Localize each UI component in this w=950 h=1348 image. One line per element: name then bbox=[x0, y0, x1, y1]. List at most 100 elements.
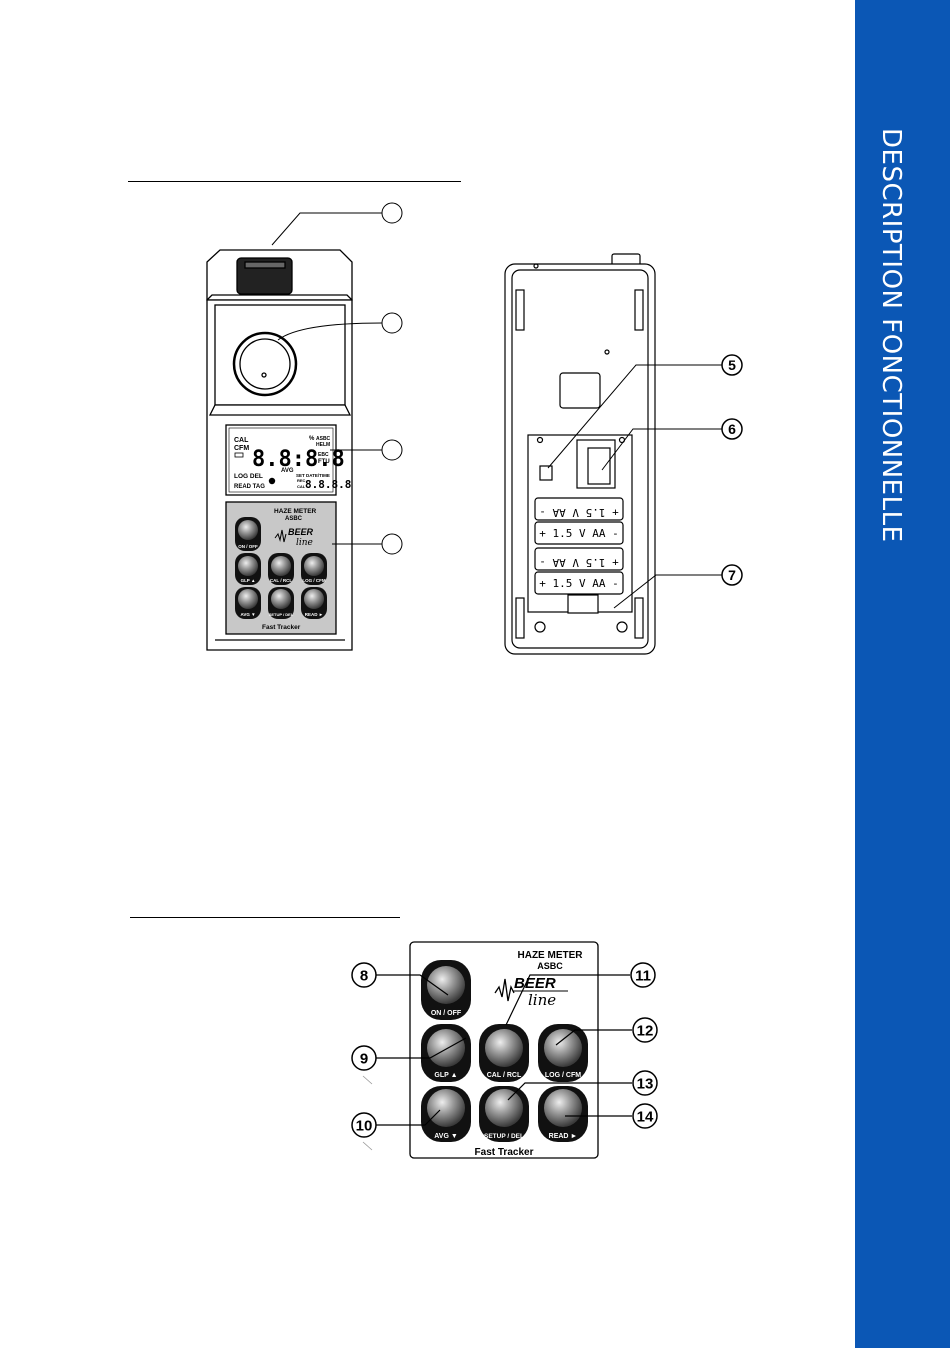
keypad-subtitle: ASBC bbox=[537, 961, 563, 971]
keypad-btn-read[interactable]: READ ► bbox=[538, 1086, 588, 1142]
callout-7: 7 bbox=[721, 564, 743, 586]
front-callouts bbox=[381, 202, 403, 555]
lcd-digits-main: 8.8:8.8 bbox=[252, 447, 345, 472]
callout-6: 6 bbox=[721, 418, 743, 440]
svg-text:14: 14 bbox=[637, 1108, 654, 1125]
svg-text:5: 5 bbox=[728, 357, 736, 373]
svg-text:SETUP / DEL: SETUP / DEL bbox=[269, 612, 294, 617]
keypad-btn-setup-del[interactable]: SETUP / DEL bbox=[479, 1086, 529, 1142]
numbered-callouts: 5 6 7 8 9 10 11 12 13 14 bbox=[351, 354, 743, 1138]
sidebar-band bbox=[855, 0, 950, 1348]
front-btn-glp[interactable]: GLP ▲ bbox=[235, 553, 261, 585]
callout-3 bbox=[381, 439, 403, 461]
front-btn-avg[interactable]: AVG ▼ bbox=[235, 587, 261, 619]
lcd-ftu: FTU bbox=[318, 459, 330, 465]
svg-text:11: 11 bbox=[635, 967, 651, 984]
battery-indicator-icon bbox=[234, 452, 244, 458]
battery-2 bbox=[534, 521, 624, 545]
sidebar-title-box: DESCRIPTION FONCTIONNELLE bbox=[876, 128, 906, 558]
callout-10: 10 bbox=[351, 1112, 377, 1138]
keypad-btn-glp[interactable]: GLP ▲ bbox=[421, 1024, 471, 1082]
front-brand-1: BEER bbox=[288, 527, 314, 537]
svg-text:12: 12 bbox=[637, 1022, 654, 1039]
svg-text:13: 13 bbox=[637, 1075, 654, 1092]
keypad-leader-lines bbox=[374, 974, 632, 1126]
keypad-btn-on-off[interactable]: ON / OFF bbox=[421, 960, 471, 1020]
front-btn-cal-rcl[interactable]: CAL / RCL bbox=[268, 553, 294, 585]
lcd-log-del: LOG DEL bbox=[234, 473, 263, 480]
callout-14: 14 bbox=[632, 1103, 658, 1129]
front-logo-wave-icon bbox=[274, 529, 287, 543]
svg-text:9: 9 bbox=[360, 1050, 368, 1067]
front-btn-log-cfm[interactable]: LOG / CFM bbox=[301, 553, 327, 585]
lcd-digits-small: 8.8.8.8 bbox=[305, 478, 351, 491]
lcd-read-tag: READ TAG bbox=[234, 484, 265, 490]
svg-text:6: 6 bbox=[728, 421, 736, 437]
callout-12: 12 bbox=[632, 1017, 658, 1043]
callout-4 bbox=[381, 533, 403, 555]
battery-4 bbox=[534, 571, 624, 595]
front-btn-on-off[interactable]: ON / OFF bbox=[235, 517, 261, 551]
callout-11: 11 bbox=[630, 962, 656, 988]
svg-text:CAL / RCL: CAL / RCL bbox=[487, 1072, 522, 1079]
callout-8: 8 bbox=[351, 962, 377, 988]
back-device bbox=[504, 253, 656, 655]
svg-text:7: 7 bbox=[728, 567, 736, 583]
svg-text:GLP ▲: GLP ▲ bbox=[434, 1072, 457, 1079]
svg-text:8: 8 bbox=[360, 967, 368, 984]
keypad-logo-wave-icon bbox=[494, 978, 515, 1002]
section-rule-top bbox=[128, 181, 461, 182]
callout-9: 9 bbox=[351, 1045, 377, 1071]
svg-text:+ 1.5 V AA -: + 1.5 V AA - bbox=[539, 577, 618, 590]
svg-text:SETUP / DEL: SETUP / DEL bbox=[484, 1133, 524, 1140]
battery-labels: + 1.5 V AA - + 1.5 V AA - + 1.5 V AA - +… bbox=[539, 506, 618, 590]
callout-1 bbox=[381, 202, 403, 224]
svg-text:10: 10 bbox=[356, 1117, 373, 1134]
svg-text:+ 1.5 V AA -: + 1.5 V AA - bbox=[539, 556, 618, 569]
lcd-ebc: EBC bbox=[318, 452, 329, 458]
lcd-cal: CAL bbox=[234, 437, 249, 444]
lcd-set-date-time: SET DATE/TIME bbox=[296, 473, 330, 478]
lcd-avg: AVG bbox=[281, 468, 294, 474]
keypad-footer: Fast Tracker bbox=[475, 1147, 534, 1158]
section-rule-bottom bbox=[130, 917, 400, 918]
svg-text:ON / OFF: ON / OFF bbox=[238, 544, 258, 549]
lcd-asbc: ASBC bbox=[316, 436, 331, 442]
lcd-cal-small: CAL bbox=[297, 484, 306, 489]
lcd-cfm: CFM bbox=[234, 445, 249, 452]
front-leader-lines bbox=[271, 212, 383, 545]
callout-2 bbox=[381, 312, 403, 334]
front-panel-subtitle: ASBC bbox=[285, 516, 303, 522]
callout-13: 13 bbox=[632, 1070, 658, 1096]
svg-text:LOG / CFM: LOG / CFM bbox=[302, 578, 325, 583]
front-brand-2: line bbox=[296, 538, 313, 548]
front-panel-title: HAZE METER bbox=[274, 508, 317, 515]
battery-3 bbox=[534, 547, 624, 571]
battery-1 bbox=[534, 497, 624, 521]
sidebar-title: DESCRIPTION FONCTIONNELLE bbox=[876, 128, 906, 543]
svg-text:LOG / CFM: LOG / CFM bbox=[545, 1072, 581, 1079]
keypad-btn-log-cfm[interactable]: LOG / CFM bbox=[538, 1024, 588, 1082]
front-btn-setup-del[interactable]: SETUP / DEL bbox=[268, 587, 294, 619]
keypad-title: HAZE METER bbox=[518, 950, 584, 961]
svg-text:CAL / RCL: CAL / RCL bbox=[270, 578, 292, 583]
svg-text:READ ►: READ ► bbox=[305, 612, 323, 617]
svg-text:ON / OFF: ON / OFF bbox=[431, 1010, 462, 1017]
front-btn-read[interactable]: READ ► bbox=[301, 587, 327, 619]
keypad-btn-avg[interactable]: AVG ▼ bbox=[421, 1086, 471, 1142]
keypad-brand-1: BEER bbox=[514, 975, 556, 992]
callout-5: 5 bbox=[721, 354, 743, 376]
keypad-brand-2: line bbox=[528, 991, 556, 1009]
front-panel-footer: Fast Tracker bbox=[262, 624, 301, 631]
svg-text:READ ►: READ ► bbox=[549, 1133, 578, 1140]
front-panel-texts: HAZE METER ASBC BEER line Fast Tracker bbox=[262, 508, 317, 631]
lcd-helm: HELM bbox=[316, 442, 330, 448]
back-leader-lines bbox=[547, 364, 722, 609]
svg-text:AVG ▼: AVG ▼ bbox=[434, 1133, 458, 1140]
lcd-pct: % bbox=[309, 436, 315, 442]
keypad-btn-cal-rcl[interactable]: CAL / RCL bbox=[479, 1024, 529, 1082]
svg-text:GLP ▲: GLP ▲ bbox=[241, 578, 256, 583]
lcd-indicator-icon bbox=[268, 477, 276, 485]
svg-text:AVG ▼: AVG ▼ bbox=[240, 612, 255, 617]
